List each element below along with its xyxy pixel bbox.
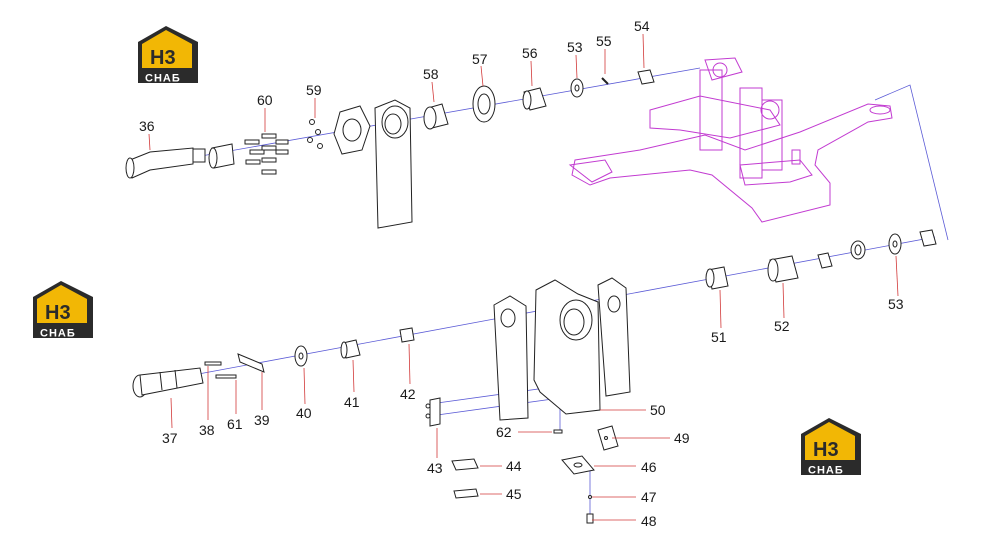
part-48-bolt xyxy=(586,513,594,524)
part-39-plate xyxy=(237,353,265,373)
callout-48: 48 xyxy=(641,513,657,529)
callout-45: 45 xyxy=(506,486,522,502)
watermark-logo-middle: H3 CHAБ xyxy=(33,281,93,340)
part-45-shim xyxy=(453,488,479,499)
callout-labels: 36 60 59 58 57 56 53 55 54 37 38 61 39 4… xyxy=(139,18,904,529)
part-46-block xyxy=(561,455,595,475)
watermark-logo-bottom: H3 CHAБ xyxy=(801,418,861,477)
part-56-bushing xyxy=(522,87,547,111)
callout-44: 44 xyxy=(506,458,522,474)
leader-lines xyxy=(148,33,899,521)
part-end-nut xyxy=(919,229,937,247)
callout-58: 58 xyxy=(423,66,439,82)
callout-50: 50 xyxy=(650,402,666,418)
part-ring xyxy=(850,240,866,260)
part-38-bolt xyxy=(204,361,222,366)
callout-42: 42 xyxy=(400,386,416,402)
callout-57: 57 xyxy=(472,51,488,67)
pink-base-assembly xyxy=(568,57,893,223)
watermark-text: CHAБ xyxy=(40,328,76,340)
part-54-nut xyxy=(637,69,655,85)
callout-53-bottom: 53 xyxy=(888,296,904,312)
callout-60: 60 xyxy=(257,92,273,108)
callout-43: 43 xyxy=(427,460,443,476)
part-36-pin xyxy=(125,147,206,179)
callout-52: 52 xyxy=(774,318,790,334)
callout-56: 56 xyxy=(522,45,538,61)
part-mast-frame xyxy=(493,277,631,421)
callout-47: 47 xyxy=(641,489,657,505)
callout-61: 61 xyxy=(227,416,243,432)
callout-54: 54 xyxy=(634,18,650,34)
callout-53-top: 53 xyxy=(567,39,583,55)
part-bushing-top xyxy=(208,143,235,169)
part-52-bushing xyxy=(767,255,799,283)
part-49-bracket xyxy=(597,425,619,451)
callout-37: 37 xyxy=(162,430,178,446)
part-43-bracket xyxy=(425,397,441,427)
callout-41: 41 xyxy=(344,394,360,410)
watermark-text: CHAБ xyxy=(808,465,844,477)
callout-46: 46 xyxy=(641,459,657,475)
callout-39: 39 xyxy=(254,412,270,428)
callout-36: 36 xyxy=(139,118,155,134)
watermark-mark: H3 xyxy=(45,302,71,324)
callout-59: 59 xyxy=(306,82,322,98)
part-37-pin xyxy=(132,367,204,398)
part-40-washer xyxy=(294,345,308,367)
part-53-washer-bottom xyxy=(888,233,902,255)
watermark-text: CHAБ xyxy=(145,73,181,85)
part-58-bearing xyxy=(423,103,449,130)
callout-51: 51 xyxy=(711,329,727,345)
part-53-washer-top xyxy=(570,78,584,98)
part-arm-top xyxy=(374,99,413,229)
part-60-bolts xyxy=(244,133,289,175)
part-59-washers xyxy=(307,119,323,149)
part-57-flange xyxy=(472,85,496,123)
part-61-bolt xyxy=(215,374,237,379)
watermark-mark: H3 xyxy=(813,439,839,461)
watermark-logo-top: H3 CHAБ xyxy=(138,26,198,85)
callout-49: 49 xyxy=(674,430,690,446)
callout-55: 55 xyxy=(596,33,612,49)
callout-38: 38 xyxy=(199,422,215,438)
watermark-mark: H3 xyxy=(150,47,176,69)
part-51-bushing xyxy=(705,266,729,290)
part-55-pin xyxy=(601,77,609,85)
part-47-washer xyxy=(588,495,592,499)
part-41-bushing xyxy=(340,339,361,359)
part-42-bushing xyxy=(399,327,415,343)
callout-40: 40 xyxy=(296,405,312,421)
part-62-pin xyxy=(553,429,563,434)
callout-62: 62 xyxy=(496,424,512,440)
part-collar xyxy=(817,252,833,269)
part-44-pad xyxy=(451,458,479,471)
part-flange-plate xyxy=(333,105,371,155)
